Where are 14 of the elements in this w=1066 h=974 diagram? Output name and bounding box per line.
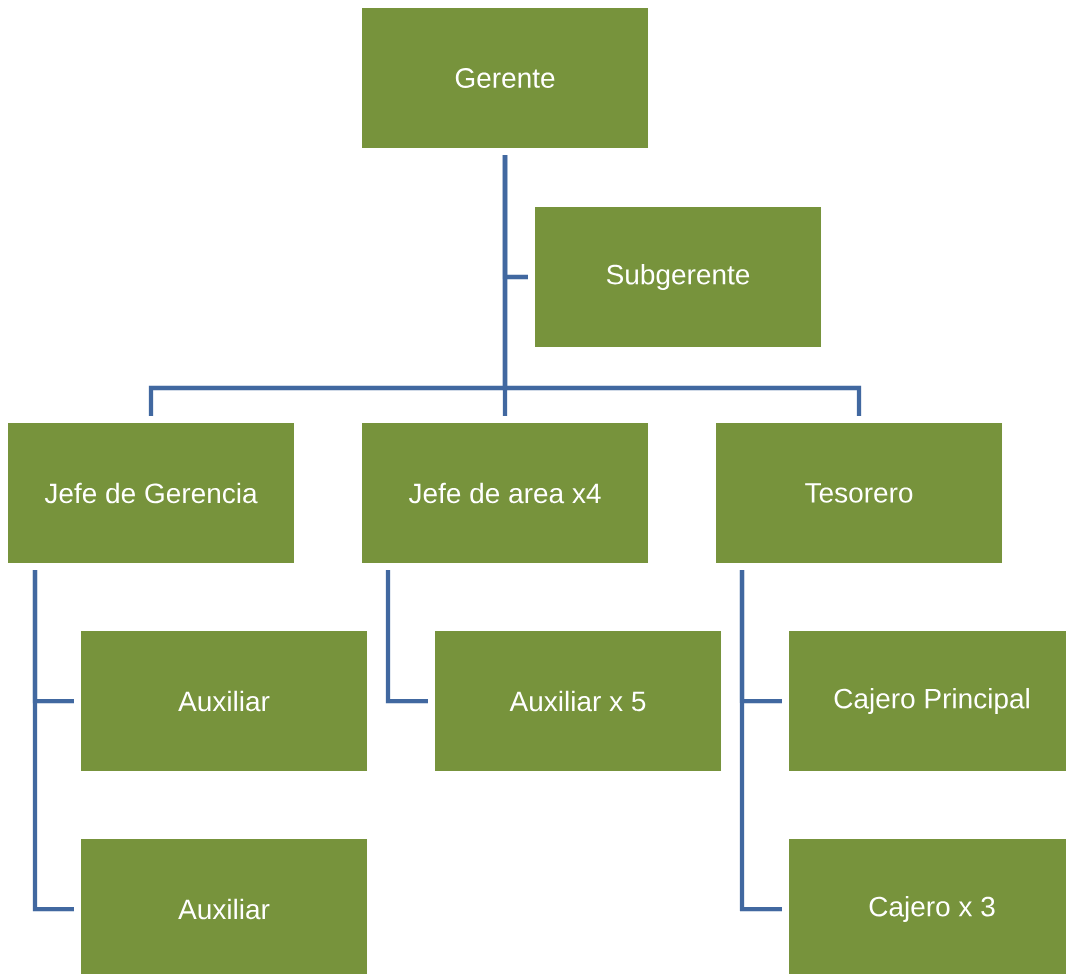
org-box: Auxiliar: [81, 631, 367, 771]
org-box: Auxiliar x 5: [435, 631, 721, 771]
connector-line: [502, 155, 862, 416]
connector-line: [739, 570, 782, 912]
connector-line: [385, 570, 428, 704]
org-box: Jefe de area x4: [362, 423, 648, 563]
org-box: Cajero Principal: [789, 631, 1066, 771]
org-box: Subgerente: [535, 207, 821, 347]
org-box: Cajero x 3: [789, 839, 1066, 974]
org-box: Tesorero: [716, 423, 1002, 563]
connector-line: [32, 570, 74, 912]
org-box: Gerente: [362, 8, 648, 148]
org-box: Jefe de Gerencia: [8, 423, 294, 563]
org-box: Auxiliar: [81, 839, 367, 974]
